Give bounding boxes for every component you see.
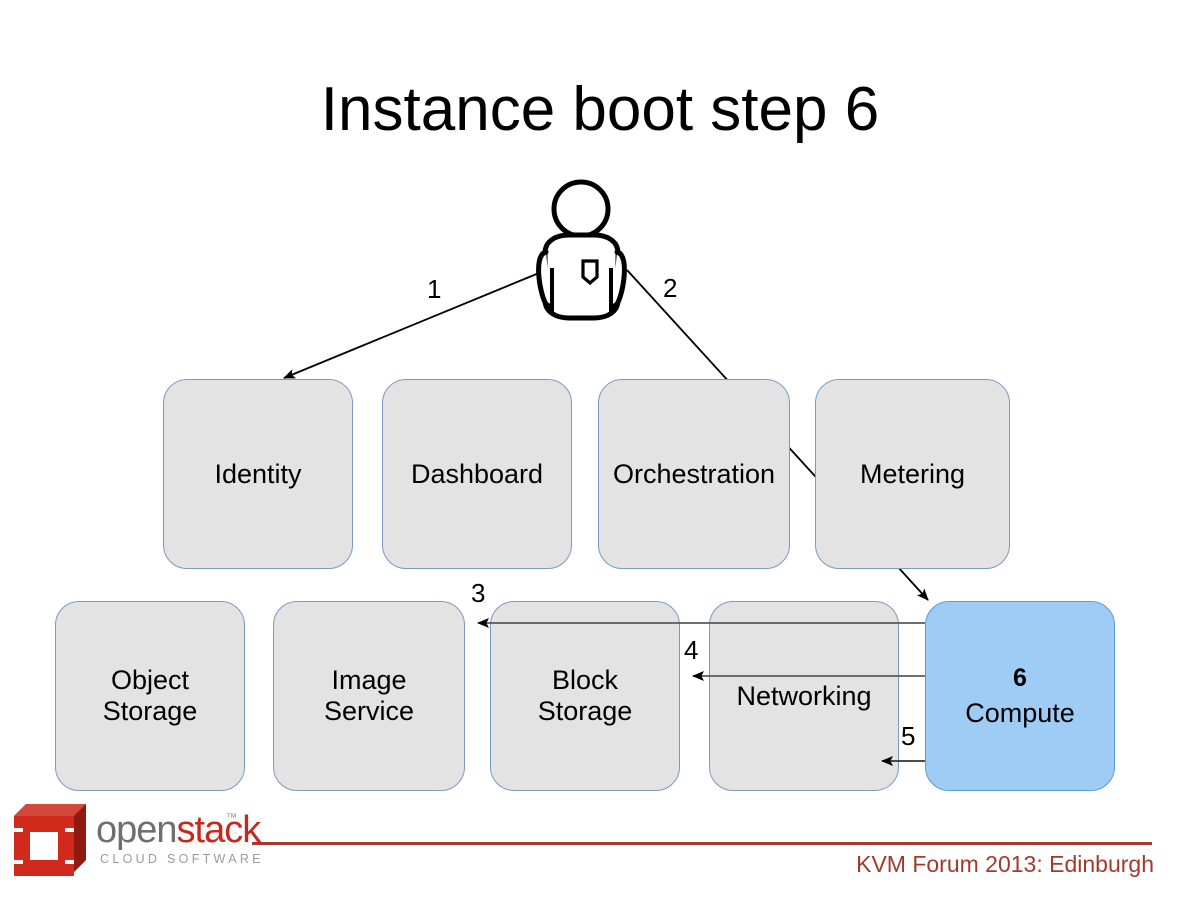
- openstack-wordmark: openstack: [96, 809, 262, 851]
- box-dashboard-label: Dashboard: [410, 458, 544, 489]
- box-block-storage-label: Block Storage: [537, 665, 633, 726]
- box-image-service-label: Image Service: [323, 665, 415, 726]
- arrow-1-label: 1: [427, 274, 442, 304]
- box-identity-label: Identity: [214, 458, 302, 489]
- box-networking-label: Networking: [736, 680, 872, 711]
- box-metering[interactable]: Metering: [815, 379, 1010, 569]
- box-object-storage[interactable]: Object Storage: [55, 601, 245, 791]
- box-networking[interactable]: Networking: [709, 601, 899, 791]
- box-compute-step: 6: [1013, 663, 1027, 692]
- box-metering-label: Metering: [859, 458, 966, 489]
- trademark-icon: ™: [226, 812, 237, 824]
- arrow-2-label: 2: [663, 273, 678, 303]
- person-icon: [536, 179, 627, 321]
- box-dashboard[interactable]: Dashboard: [382, 379, 572, 569]
- box-orchestration-label: Orchestration: [612, 458, 776, 489]
- box-identity[interactable]: Identity: [163, 379, 353, 569]
- openstack-logo: openstack ™ CLOUD SOFTWARE: [8, 798, 262, 884]
- logo-tagline: CLOUD SOFTWARE: [100, 852, 264, 866]
- arrow-5-label: 5: [901, 721, 916, 751]
- openstack-cube-icon: [14, 804, 86, 876]
- arrow-4-label: 4: [684, 635, 699, 665]
- box-block-storage[interactable]: Block Storage: [490, 601, 680, 791]
- box-orchestration[interactable]: Orchestration: [598, 379, 790, 569]
- logo-word-stack: stack: [176, 809, 262, 851]
- box-compute[interactable]: 6 Compute: [925, 601, 1115, 791]
- logo-word-open: open: [96, 809, 178, 851]
- box-compute-label: Compute: [965, 697, 1075, 728]
- footer-divider: [252, 842, 1152, 845]
- box-image-service[interactable]: Image Service: [273, 601, 465, 791]
- arrow-3-label: 3: [471, 578, 486, 608]
- box-object-storage-label: Object Storage: [102, 665, 198, 726]
- arrow-1-line: [283, 272, 540, 379]
- footer-conference-text: KVM Forum 2013: Edinburgh: [856, 851, 1154, 877]
- page-title: Instance boot step 6: [320, 75, 880, 144]
